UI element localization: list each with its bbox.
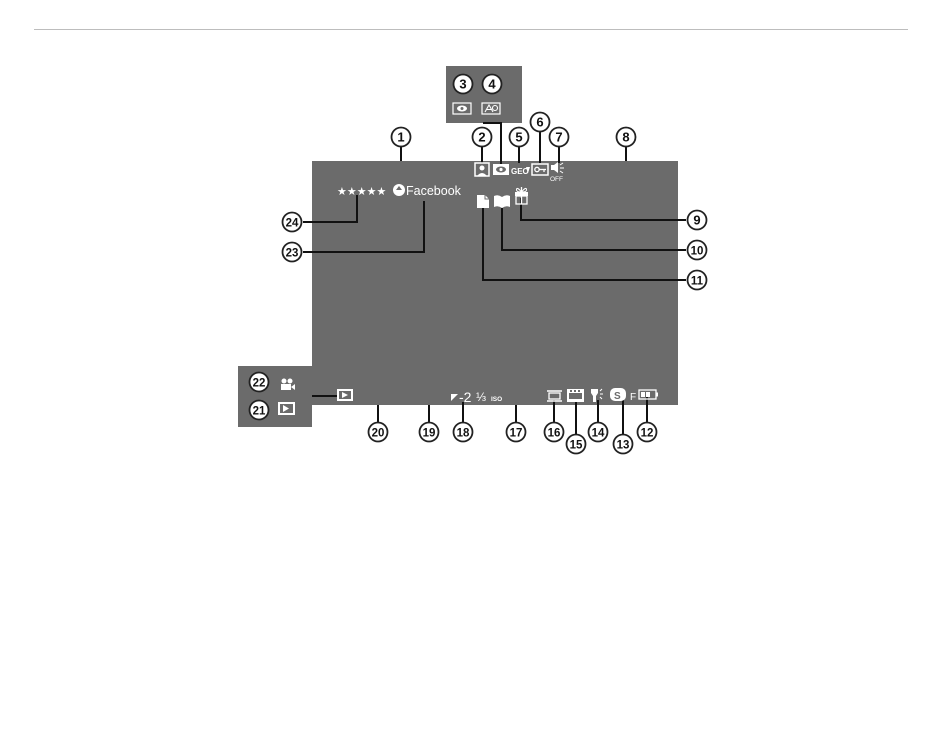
rating-stars: ★★★★★ <box>337 186 386 198</box>
callout-7: 7 <box>550 128 569 147</box>
svg-text:S: S <box>614 391 621 402</box>
geotag-icon: GEO <box>511 167 530 176</box>
callout-number: 13 <box>617 440 630 452</box>
callout-number: 14 <box>592 428 605 440</box>
callout-18: 18 <box>454 423 473 442</box>
callout-number: 11 <box>691 276 704 288</box>
callout-number: 18 <box>457 428 470 440</box>
inset-left <box>238 366 312 427</box>
callout-number: 10 <box>691 246 704 258</box>
callout-9: 9 <box>688 211 707 230</box>
callout-number: 4 <box>488 77 496 92</box>
callout-number: 2 <box>478 130 485 145</box>
callout-number: 17 <box>510 428 523 440</box>
callout-19: 19 <box>420 423 439 442</box>
callout-4: 4 <box>483 75 502 94</box>
callout-16: 16 <box>545 423 564 442</box>
callout-number: 16 <box>548 428 561 440</box>
callout-number: 19 <box>423 428 436 440</box>
film-simulation-icon <box>567 389 584 402</box>
callout-3: 3 <box>454 75 473 94</box>
callout-number: 8 <box>622 130 629 145</box>
callout-22: 22 <box>250 373 269 392</box>
callout-20: 20 <box>369 423 388 442</box>
callout-23: 23 <box>283 243 302 262</box>
svg-text:GEO: GEO <box>511 167 529 176</box>
callout-number: 3 <box>459 77 466 92</box>
callout-number: 5 <box>515 130 522 145</box>
svg-text:OFF: OFF <box>550 176 563 183</box>
callout-24: 24 <box>283 213 302 232</box>
callout-17: 17 <box>507 423 526 442</box>
svg-text:-2: -2 <box>459 389 472 405</box>
callout-8: 8 <box>617 128 636 147</box>
image-size-icon: S <box>610 388 626 402</box>
image-quality-indicator: F <box>630 392 636 403</box>
callout-number: 21 <box>253 406 266 418</box>
callout-13: 13 <box>614 435 633 454</box>
playback-mode-icon <box>337 389 353 401</box>
photobook-icon <box>494 195 510 208</box>
callout-number: 7 <box>555 130 562 145</box>
callout-number: 22 <box>253 378 266 390</box>
callout-number: 23 <box>286 248 299 260</box>
callout-12: 12 <box>638 423 657 442</box>
callout-number: 9 <box>693 213 700 228</box>
callout-number: 15 <box>570 440 583 452</box>
callout-1: 1 <box>392 128 411 147</box>
callout-6: 6 <box>531 113 550 132</box>
facebook-label: Facebook <box>406 184 462 198</box>
callout-number: 6 <box>536 115 543 130</box>
callout-number: 12 <box>641 428 654 440</box>
callout-number: 1 <box>397 130 404 145</box>
callout-number: 24 <box>286 218 299 230</box>
iso-indicator: ISO <box>491 396 502 403</box>
still-playback-icon <box>278 402 295 415</box>
callout-2: 2 <box>473 128 492 147</box>
svg-text:⅓: ⅓ <box>476 390 486 404</box>
red-eye-icon <box>493 164 509 175</box>
callout-15: 15 <box>567 435 586 454</box>
callout-10: 10 <box>688 241 707 260</box>
callout-21: 21 <box>250 401 269 420</box>
callout-14: 14 <box>589 423 608 442</box>
callout-5: 5 <box>510 128 529 147</box>
callout-number: 20 <box>372 428 385 440</box>
callout-11: 11 <box>688 271 707 290</box>
